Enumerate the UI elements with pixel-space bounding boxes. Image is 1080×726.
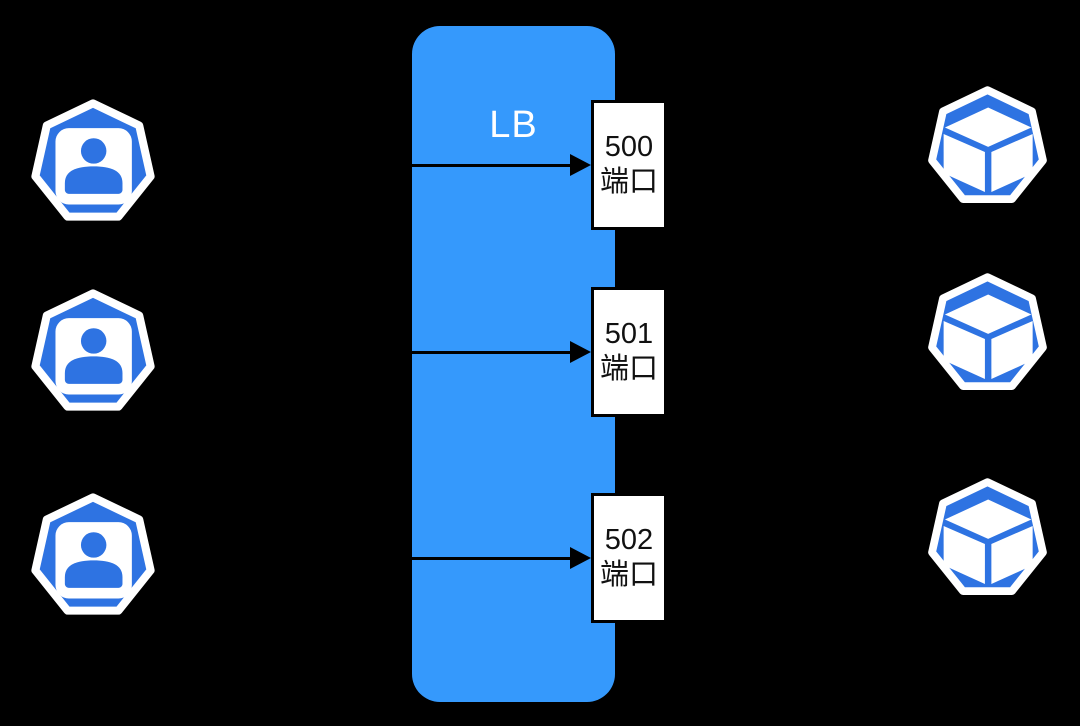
port-label: 端口 (599, 353, 658, 385)
arrowhead-icon (570, 341, 591, 363)
arrow-shaft (412, 163, 570, 167)
user-icon (26, 96, 160, 230)
arrow-shaft (412, 556, 570, 560)
port-box-502: 502 端口 (591, 493, 667, 623)
user-icon (26, 286, 160, 420)
arrow-lb-to-port-500 (412, 154, 591, 176)
arrow-lb-to-port-502 (412, 547, 591, 569)
cube-icon (923, 83, 1052, 212)
load-balancer-box: LB (412, 26, 615, 702)
port-box-501: 501 端口 (591, 287, 667, 417)
port-number: 501 (604, 318, 654, 350)
port-label: 端口 (599, 166, 658, 198)
port-number: 500 (604, 131, 654, 163)
user-icon (26, 490, 160, 624)
arrowhead-icon (570, 547, 591, 569)
cube-icon (923, 475, 1052, 604)
port-box-500: 500 端口 (591, 100, 667, 230)
cube-icon (923, 270, 1052, 399)
load-balancer-label: LB (489, 104, 538, 146)
arrow-lb-to-port-501 (412, 341, 591, 363)
port-label: 端口 (599, 559, 658, 591)
arrowhead-icon (570, 154, 591, 176)
port-number: 502 (604, 524, 654, 556)
arrow-shaft (412, 350, 570, 354)
